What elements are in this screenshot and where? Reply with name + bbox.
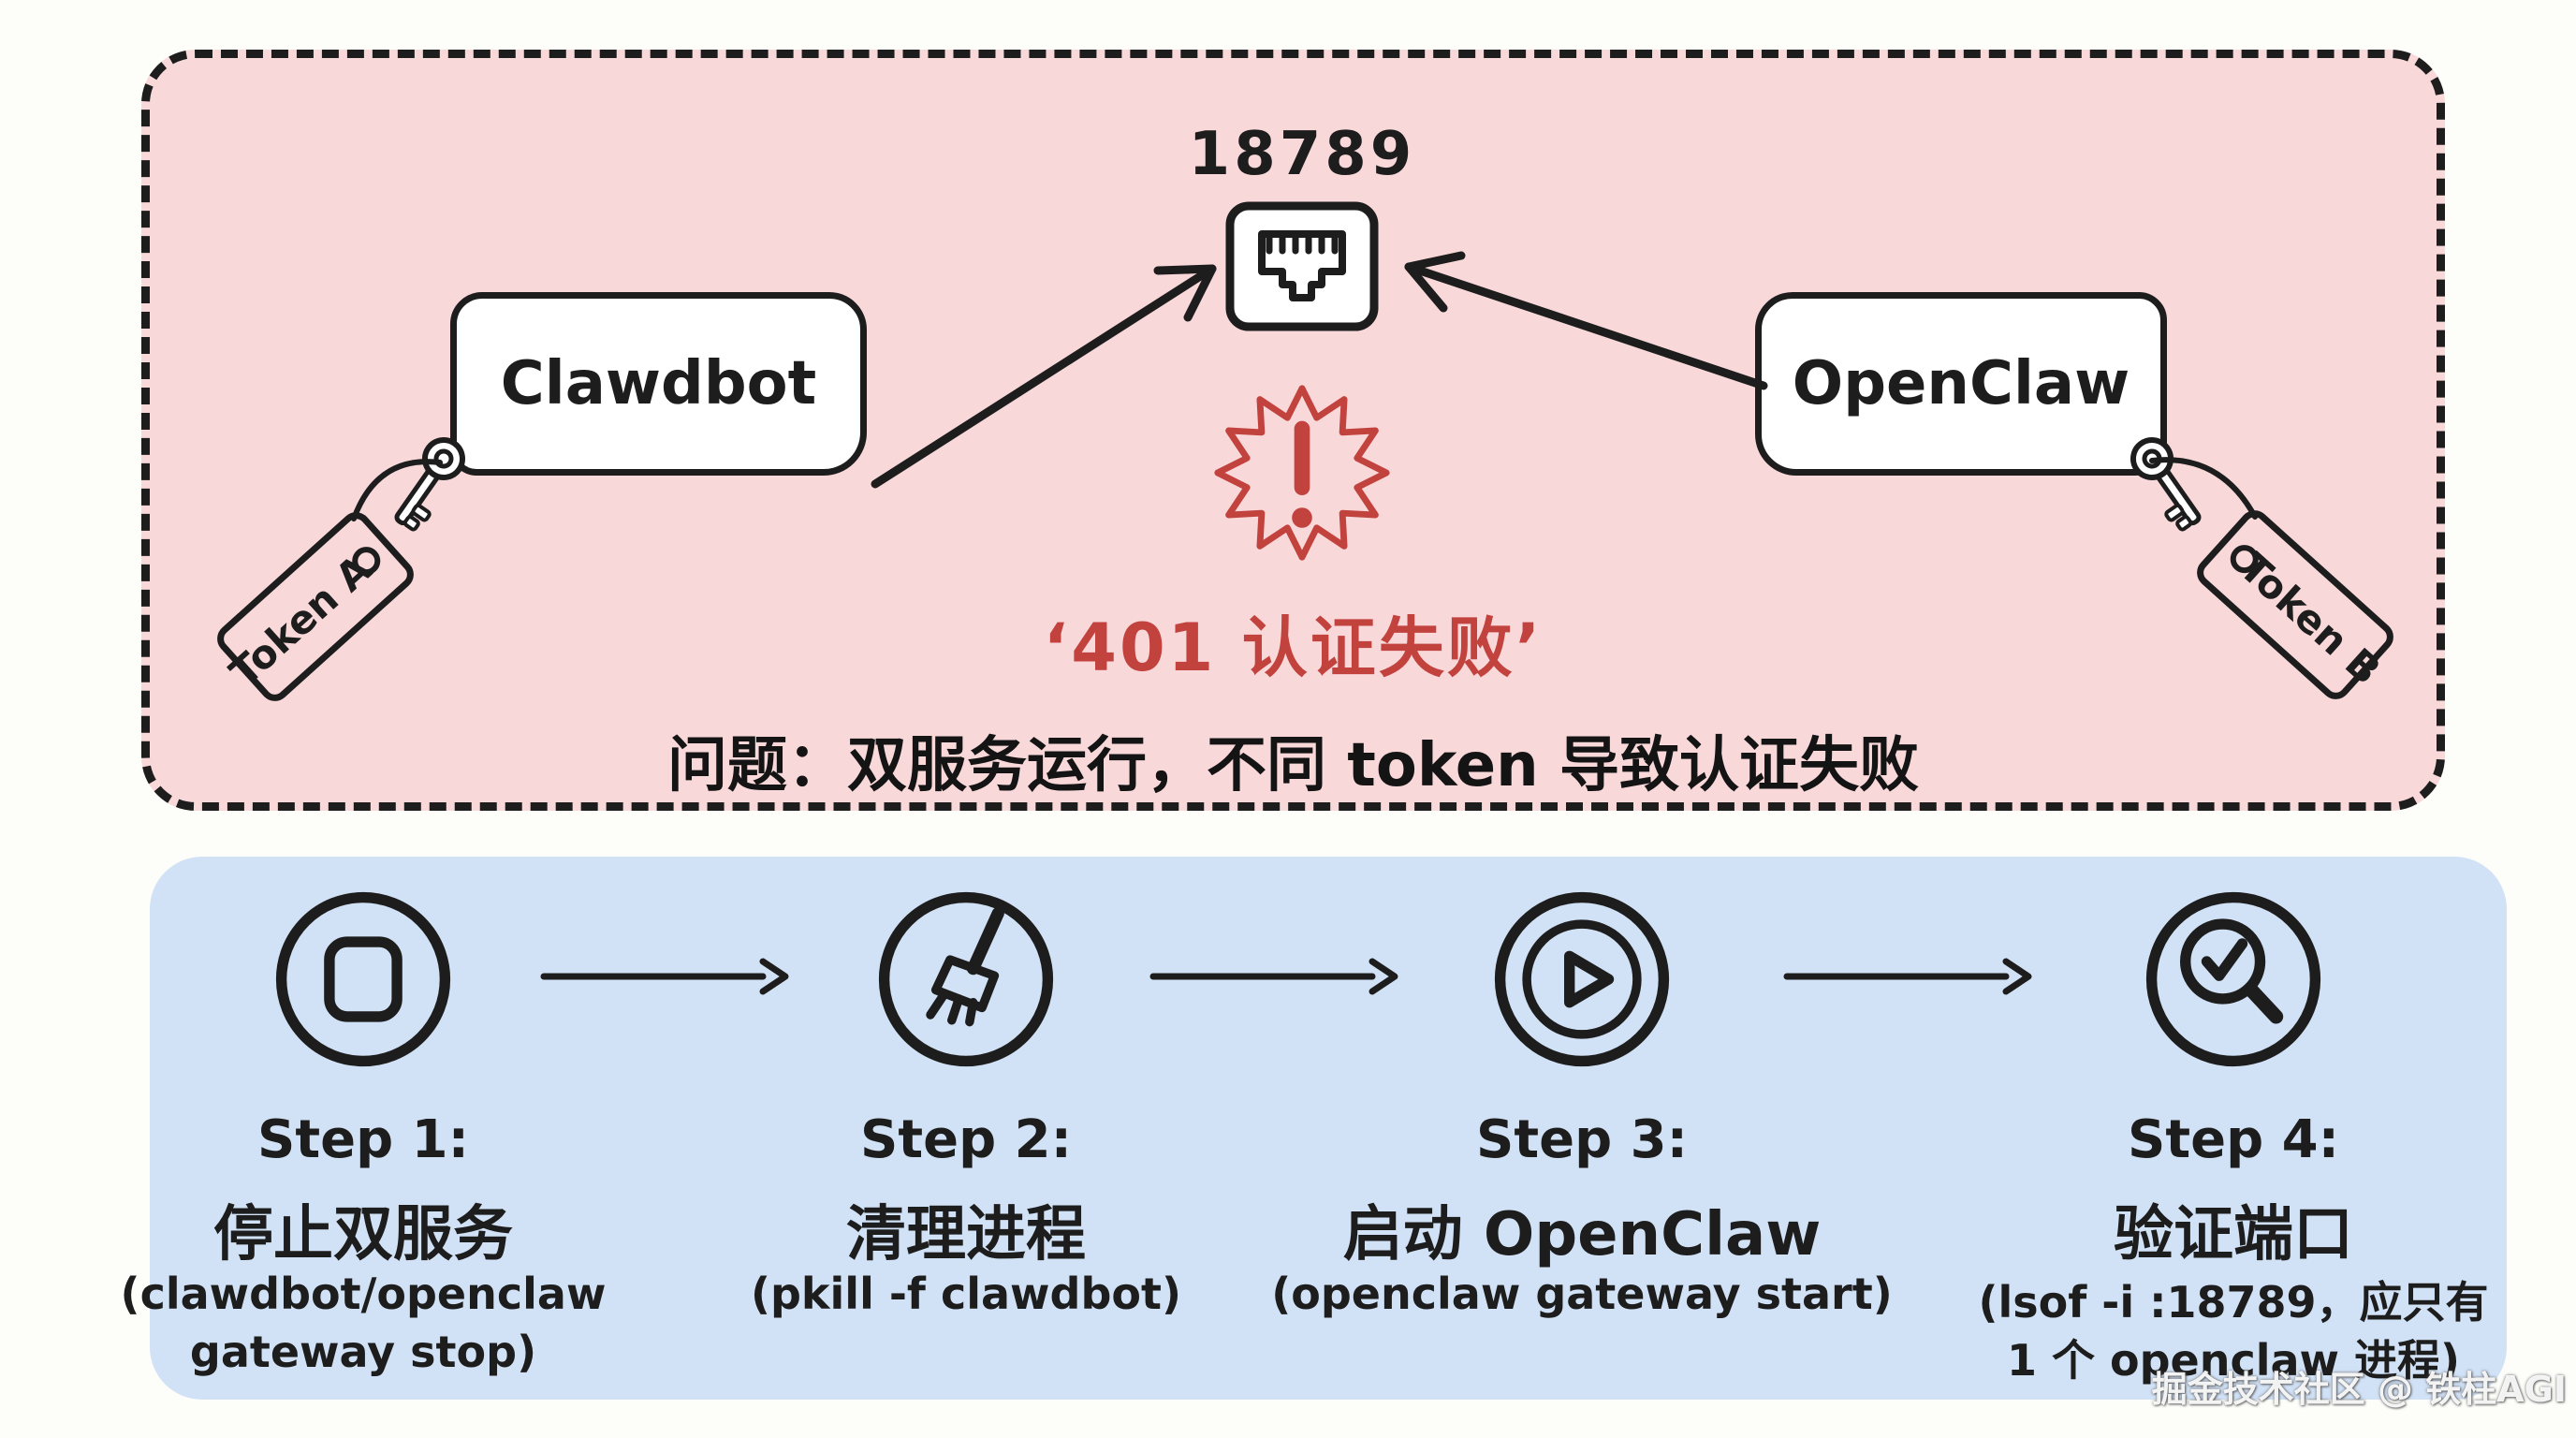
- step-3-command: (openclaw gateway start): [1271, 1269, 1893, 1319]
- step-1-command: (clawdbot/openclaw: [120, 1269, 607, 1319]
- step-4-command: (lsof -i :18789，应只有: [1978, 1277, 2489, 1328]
- step-arrow-icon: [540, 958, 789, 995]
- step-arrow-icon: [1149, 958, 1398, 995]
- arrow-clawdbot-to-port: [871, 264, 1217, 489]
- problem-panel: 18789 Clawdbot OpenClaw Token A: [141, 50, 2445, 811]
- ethernet-port-icon: [1225, 201, 1379, 331]
- step-3-title: 启动 OpenClaw: [1342, 1200, 1822, 1269]
- openclaw-service-box: OpenClaw: [1755, 292, 2167, 476]
- broom-icon: [878, 891, 1054, 1067]
- openclaw-label: OpenClaw: [1792, 349, 2130, 418]
- step-1-title: 停止双服务: [213, 1200, 513, 1269]
- step-2-command: (pkill -f clawdbot): [750, 1269, 1182, 1319]
- step-arrow-icon: [1783, 958, 2032, 995]
- step-1-command: gateway stop): [189, 1327, 537, 1377]
- step-2-title: 清理进程: [846, 1200, 1086, 1269]
- step-4-label: Step 4:: [2127, 1109, 2340, 1170]
- step-1-label: Step 1:: [256, 1109, 470, 1170]
- alert-burst-icon: [1214, 385, 1390, 561]
- step-2-label: Step 2:: [859, 1109, 1073, 1170]
- stop-icon: [275, 891, 451, 1067]
- clawdbot-service-box: Clawdbot: [450, 292, 867, 476]
- step-4-title: 验证端口: [2114, 1200, 2353, 1269]
- play-icon: [1494, 891, 1670, 1067]
- port-number-label: 18789: [1188, 120, 1416, 189]
- arrow-openclaw-to-port: [1404, 262, 1768, 390]
- watermark: 掘金技术社区 @ 铁柱AGI: [2151, 1369, 2567, 1410]
- clawdbot-label: Clawdbot: [500, 349, 817, 418]
- step-3-label: Step 3:: [1475, 1109, 1689, 1170]
- problem-caption: 问题：双服务运行，不同 token 导致认证失败: [667, 731, 1919, 800]
- solution-panel: Step 1: 停止双服务 (clawdbot/openclaw gateway…: [121, 857, 2507, 1400]
- magnifier-check-icon: [2145, 891, 2321, 1067]
- alert-401-text: ‘401 认证失败’: [1043, 609, 1544, 686]
- step-4-command: 1 个 openclaw 进程): [2006, 1335, 2461, 1386]
